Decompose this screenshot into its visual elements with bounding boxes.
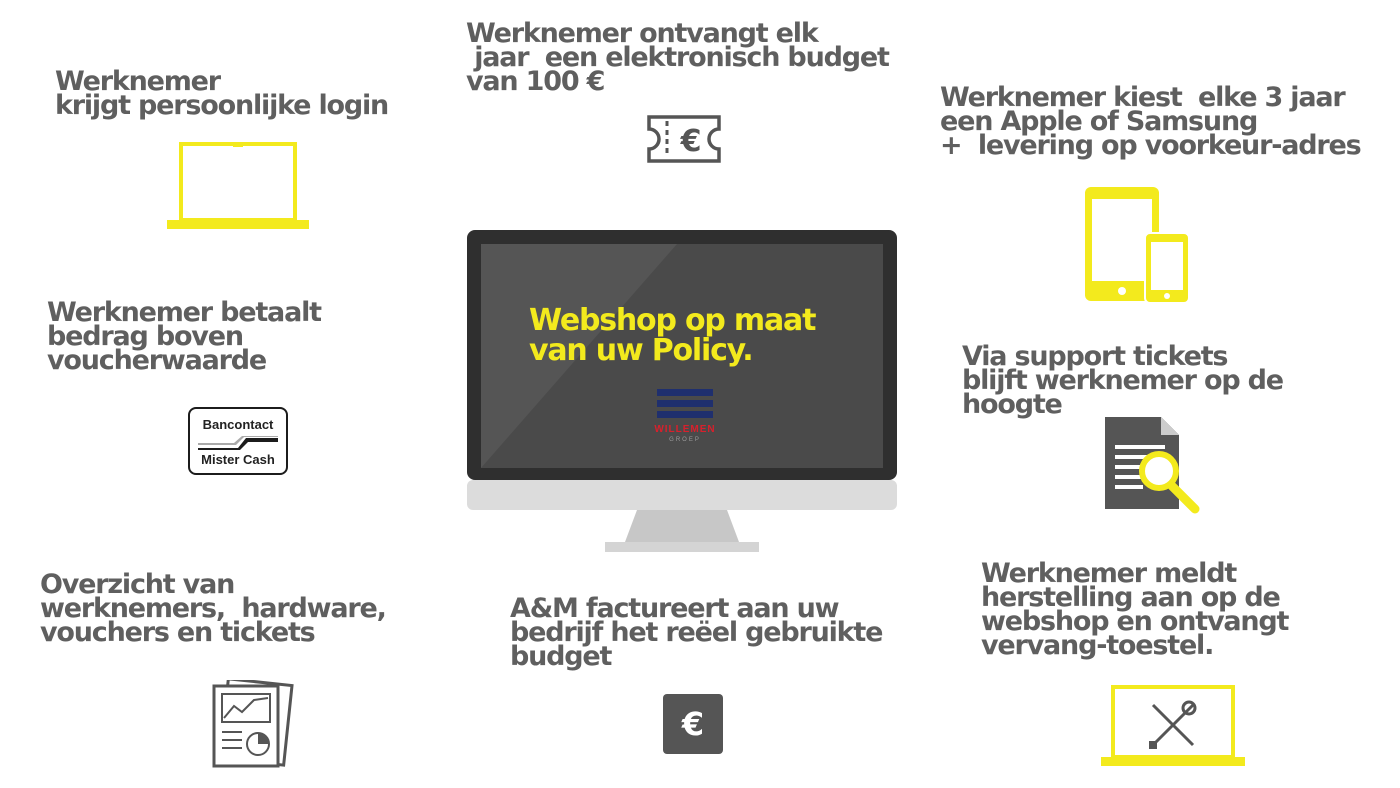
repair-text: Werknemer meldt herstelling aan op de we… xyxy=(981,558,1289,661)
bancontact-logo: Bancontact Mister Cash xyxy=(188,407,288,475)
webshop-title: Webshop op maat van uw Policy. xyxy=(529,303,816,368)
voucher-euro-symbol: € xyxy=(680,124,702,159)
budget-text: Werknemer ontvangt elk jaar een elektron… xyxy=(466,18,890,97)
laptop-repair-icon xyxy=(1101,685,1245,766)
laptop-icon xyxy=(167,142,309,229)
report-chart-icon xyxy=(212,680,294,768)
willemen-logo-icon xyxy=(657,389,713,422)
euro-icon: € xyxy=(663,694,723,754)
logo-sub: GROEP xyxy=(669,437,701,443)
mister-cash-label: Mister Cash xyxy=(201,452,275,467)
support-text: Via support tickets blijft werknemer op … xyxy=(962,341,1284,420)
login-text: Werknemer krijgt persoonlijke login xyxy=(55,66,389,121)
logo-name: WILLEMEN xyxy=(654,424,716,435)
bancontact-stripe-icon xyxy=(198,436,278,450)
overview-text: Overzicht van werknemers, hardware, vouc… xyxy=(40,569,387,648)
device-text: Werknemer kiest elke 3 jaar een Apple of… xyxy=(940,82,1362,161)
tablet-phone-icon xyxy=(1085,187,1190,304)
monitor-illustration xyxy=(467,230,897,552)
voucher-ticket-icon: € xyxy=(647,115,721,163)
bancontact-label: Bancontact xyxy=(202,417,274,432)
pays-text: Werknemer betaalt bedrag boven voucherwa… xyxy=(47,297,322,376)
billing-text: A&M factureert aan uw bedrijf het reëel … xyxy=(510,593,883,672)
document-search-icon xyxy=(1105,417,1200,514)
